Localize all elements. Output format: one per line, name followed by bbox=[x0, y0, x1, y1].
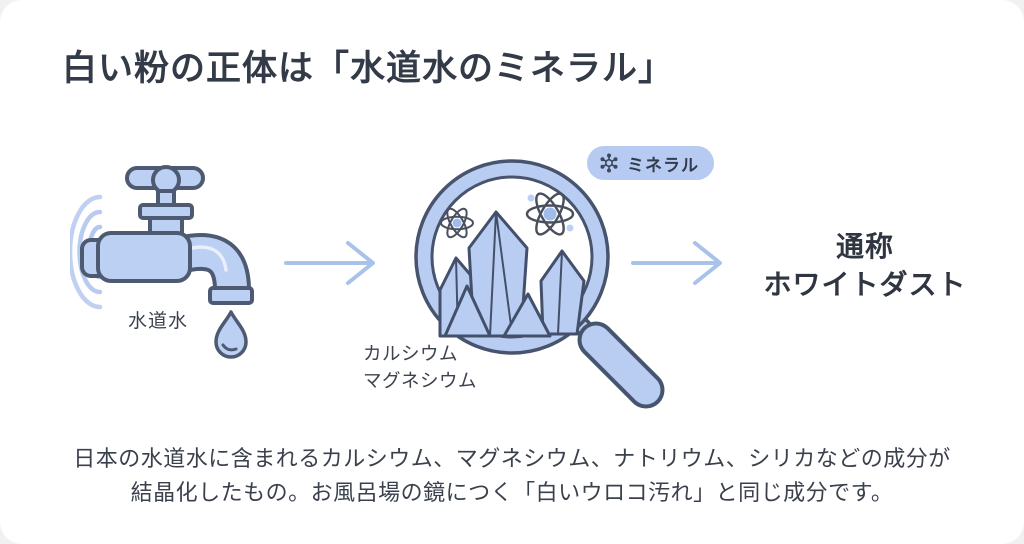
atom-icon bbox=[440, 207, 474, 239]
mineral-label-calcium: カルシウム bbox=[363, 343, 459, 364]
result-text: 通称 ホワイトダスト bbox=[745, 228, 985, 304]
faucet-label: 水道水 bbox=[128, 311, 189, 332]
result-line-1: 通称 bbox=[835, 231, 894, 262]
crystal-icon bbox=[438, 210, 586, 338]
faucet-illustration bbox=[70, 160, 260, 365]
mineral-labels: カルシウム マグネシウム bbox=[363, 341, 477, 395]
faucet-body bbox=[80, 231, 254, 305]
mineral-badge-label: ミネラル bbox=[627, 155, 699, 175]
faucet-handle bbox=[125, 165, 205, 237]
magnifier-icon bbox=[414, 159, 665, 409]
magnifier-illustration bbox=[400, 148, 670, 413]
mineral-label-magnesium: マグネシウム bbox=[363, 369, 478, 391]
arrow-right-icon bbox=[630, 237, 726, 289]
description-line-2: 結晶化したもの。お風呂場の鏡につく「白いウロコ汚れ」と同じ成分です。 bbox=[130, 480, 894, 506]
faucet-icon bbox=[70, 165, 254, 359]
magnifier-handle bbox=[570, 314, 665, 409]
description-text: 日本の水道水に含まれるカルシウム、マグネシウム、ナトリウム、シリカなどの成分が … bbox=[0, 442, 1024, 510]
molecule-icon bbox=[600, 153, 618, 173]
water-drop-icon bbox=[214, 310, 248, 359]
description-line-1: 日本の水道水に含まれるカルシウム、マグネシウム、ナトリウム、シリカなどの成分が bbox=[73, 446, 951, 471]
result-line-2: ホワイトダスト bbox=[763, 268, 967, 300]
page-title: 白い粉の正体は「水道水のミネラル」 bbox=[62, 49, 675, 88]
mineral-badge: ミネラル bbox=[587, 146, 714, 180]
arrow-right-icon bbox=[283, 237, 379, 289]
atom-icon bbox=[525, 192, 575, 236]
